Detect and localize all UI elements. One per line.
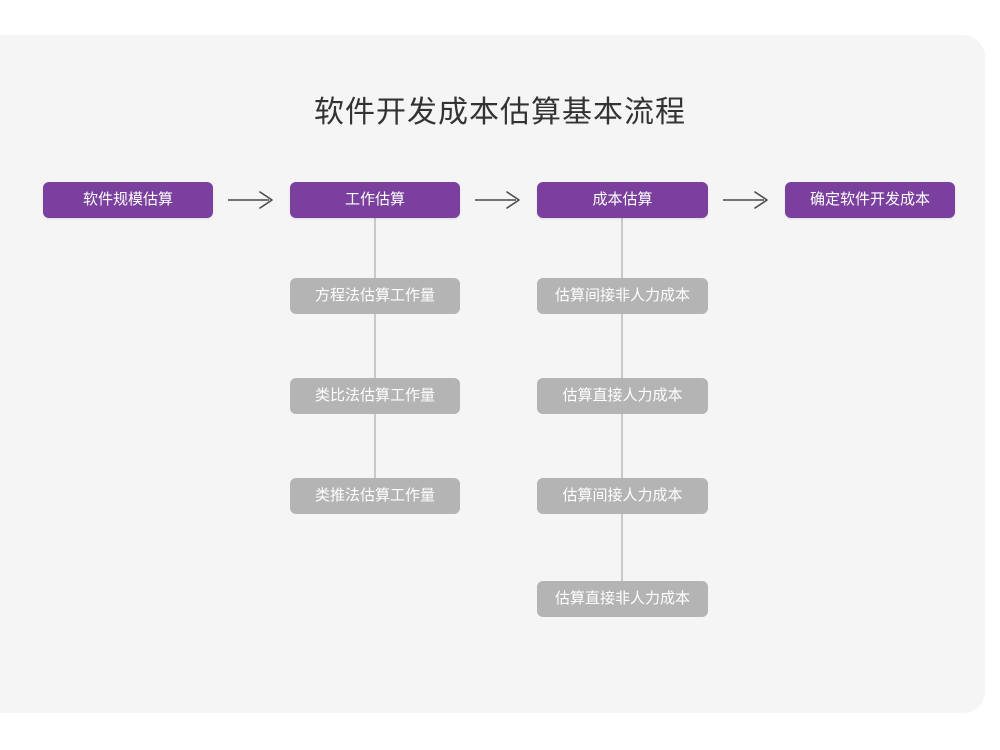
substep-box-2-2[interactable]: 类比法估算工作量 [290, 378, 460, 414]
substep-box-3-4[interactable]: 估算直接非人力成本 [537, 581, 708, 617]
arrow-stage-2-to-3-icon [469, 183, 529, 217]
stage-box-3[interactable]: 成本估算 [537, 182, 708, 218]
substep-box-3-3[interactable]: 估算间接人力成本 [537, 478, 708, 514]
connector-column-2 [374, 218, 376, 514]
stage-box-1[interactable]: 软件规模估算 [43, 182, 213, 218]
stage-box-4[interactable]: 确定软件开发成本 [785, 182, 955, 218]
diagram-card [0, 35, 985, 713]
stage-box-2[interactable]: 工作估算 [290, 182, 460, 218]
substep-box-2-3[interactable]: 类推法估算工作量 [290, 478, 460, 514]
connector-column-3 [621, 218, 623, 617]
substep-box-2-1[interactable]: 方程法估算工作量 [290, 278, 460, 314]
arrow-stage-1-to-2-icon [222, 183, 282, 217]
page-title: 软件开发成本估算基本流程 [314, 96, 686, 129]
arrow-stage-3-to-4-icon [717, 183, 777, 217]
substep-box-3-2[interactable]: 估算直接人力成本 [537, 378, 708, 414]
substep-box-3-1[interactable]: 估算间接非人力成本 [537, 278, 708, 314]
